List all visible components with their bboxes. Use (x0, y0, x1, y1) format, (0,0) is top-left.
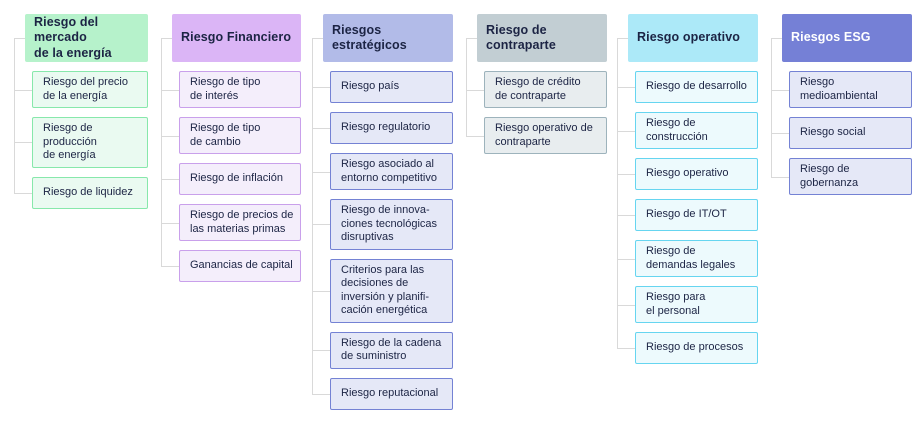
tree-connector-stub (312, 38, 323, 39)
risk-item: Riesgo de inflación (161, 163, 301, 195)
risk-item: Riesgo de la cadena de suministro (312, 331, 453, 369)
risk-item: Riesgo país (312, 71, 453, 103)
column-items: Riesgo de crédito de contraparte Riesgo … (466, 71, 607, 154)
column-items: Riesgo del precio de la energía Riesgo d… (14, 71, 148, 209)
tree-connector-line (14, 38, 15, 193)
column-riesgos-esg: Riesgos ESG Riesgo medioambiental Riesgo… (771, 14, 912, 195)
risk-item: Riesgo medioambiental (771, 71, 912, 108)
column-header-riesgos-estrategicos: Riesgos estratégicos (323, 14, 453, 62)
tree-connector-line (466, 38, 467, 136)
column-header-riesgo-mercado-energia: Riesgo del mercado de la energía (25, 14, 148, 62)
risk-item: Criterios para las decisiones de inversi… (312, 258, 453, 323)
tree-connector-line (161, 38, 162, 266)
risk-item: Riesgo de construcción (617, 112, 758, 149)
column-items: Riesgo de tipo de interés Riesgo de tipo… (161, 71, 301, 282)
risk-item: Riesgo reputacional (312, 377, 453, 410)
risk-item: Riesgo de liquidez (14, 176, 148, 209)
risk-item: Riesgo de desarrollo (617, 71, 758, 103)
column-header-riesgo-contraparte: Riesgo de contraparte (477, 14, 607, 62)
risk-item: Riesgo de innova- ciones tecnológicas di… (312, 199, 453, 250)
column-riesgo-financiero: Riesgo Financiero Riesgo de tipo de inte… (161, 14, 301, 282)
risk-item: Riesgo de demandas legales (617, 240, 758, 277)
column-items: Riesgo medioambiental Riesgo social Ries… (771, 71, 912, 195)
column-riesgo-operativo: Riesgo operativo Riesgo de desarrollo Ri… (617, 14, 758, 364)
risk-item: Riesgo social (771, 117, 912, 149)
risk-item: Riesgo para el personal (617, 286, 758, 323)
risk-item: Riesgo de tipo de cambio (161, 117, 301, 154)
risk-item: Riesgo de procesos (617, 332, 758, 364)
risk-item: Riesgo de producción de energía (14, 117, 148, 168)
column-riesgos-estrategicos: Riesgos estratégicos Riesgo país Riesgo … (312, 14, 453, 410)
tree-connector-stub (14, 38, 25, 39)
risk-item: Riesgo asociado al entorno competitivo (312, 153, 453, 190)
risk-item: Riesgo de gobernanza (771, 158, 912, 195)
tree-connector-stub (617, 38, 628, 39)
risk-item: Riesgo operativo (617, 158, 758, 190)
risk-item: Riesgo operativo de contraparte (466, 117, 607, 154)
risk-item: Riesgo de tipo de interés (161, 71, 301, 108)
risk-item: Ganancias de capital (161, 250, 301, 282)
tree-connector-stub (466, 38, 477, 39)
tree-connector-stub (161, 38, 172, 39)
risk-item: Riesgo del precio de la energía (14, 71, 148, 108)
risk-item: Riesgo de precios de las materias primas (161, 204, 301, 241)
risk-item: Riesgo de IT/OT (617, 199, 758, 231)
column-items: Riesgo de desarrollo Riesgo de construcc… (617, 71, 758, 364)
column-items: Riesgo país Riesgo regulatorio Riesgo as… (312, 71, 453, 410)
column-riesgo-contraparte: Riesgo de contraparte Riesgo de crédito … (466, 14, 607, 154)
tree-connector-stub (771, 38, 782, 39)
column-riesgo-mercado-energia: Riesgo del mercado de la energía Riesgo … (14, 14, 148, 209)
column-header-riesgos-esg: Riesgos ESG (782, 14, 912, 62)
tree-connector-line (771, 38, 772, 177)
column-header-riesgo-financiero: Riesgo Financiero (172, 14, 301, 62)
tree-connector-line (312, 38, 313, 394)
risk-item: Riesgo de crédito de contraparte (466, 71, 607, 108)
risk-item: Riesgo regulatorio (312, 112, 453, 144)
tree-connector-line (617, 38, 618, 348)
column-header-riesgo-operativo: Riesgo operativo (628, 14, 758, 62)
